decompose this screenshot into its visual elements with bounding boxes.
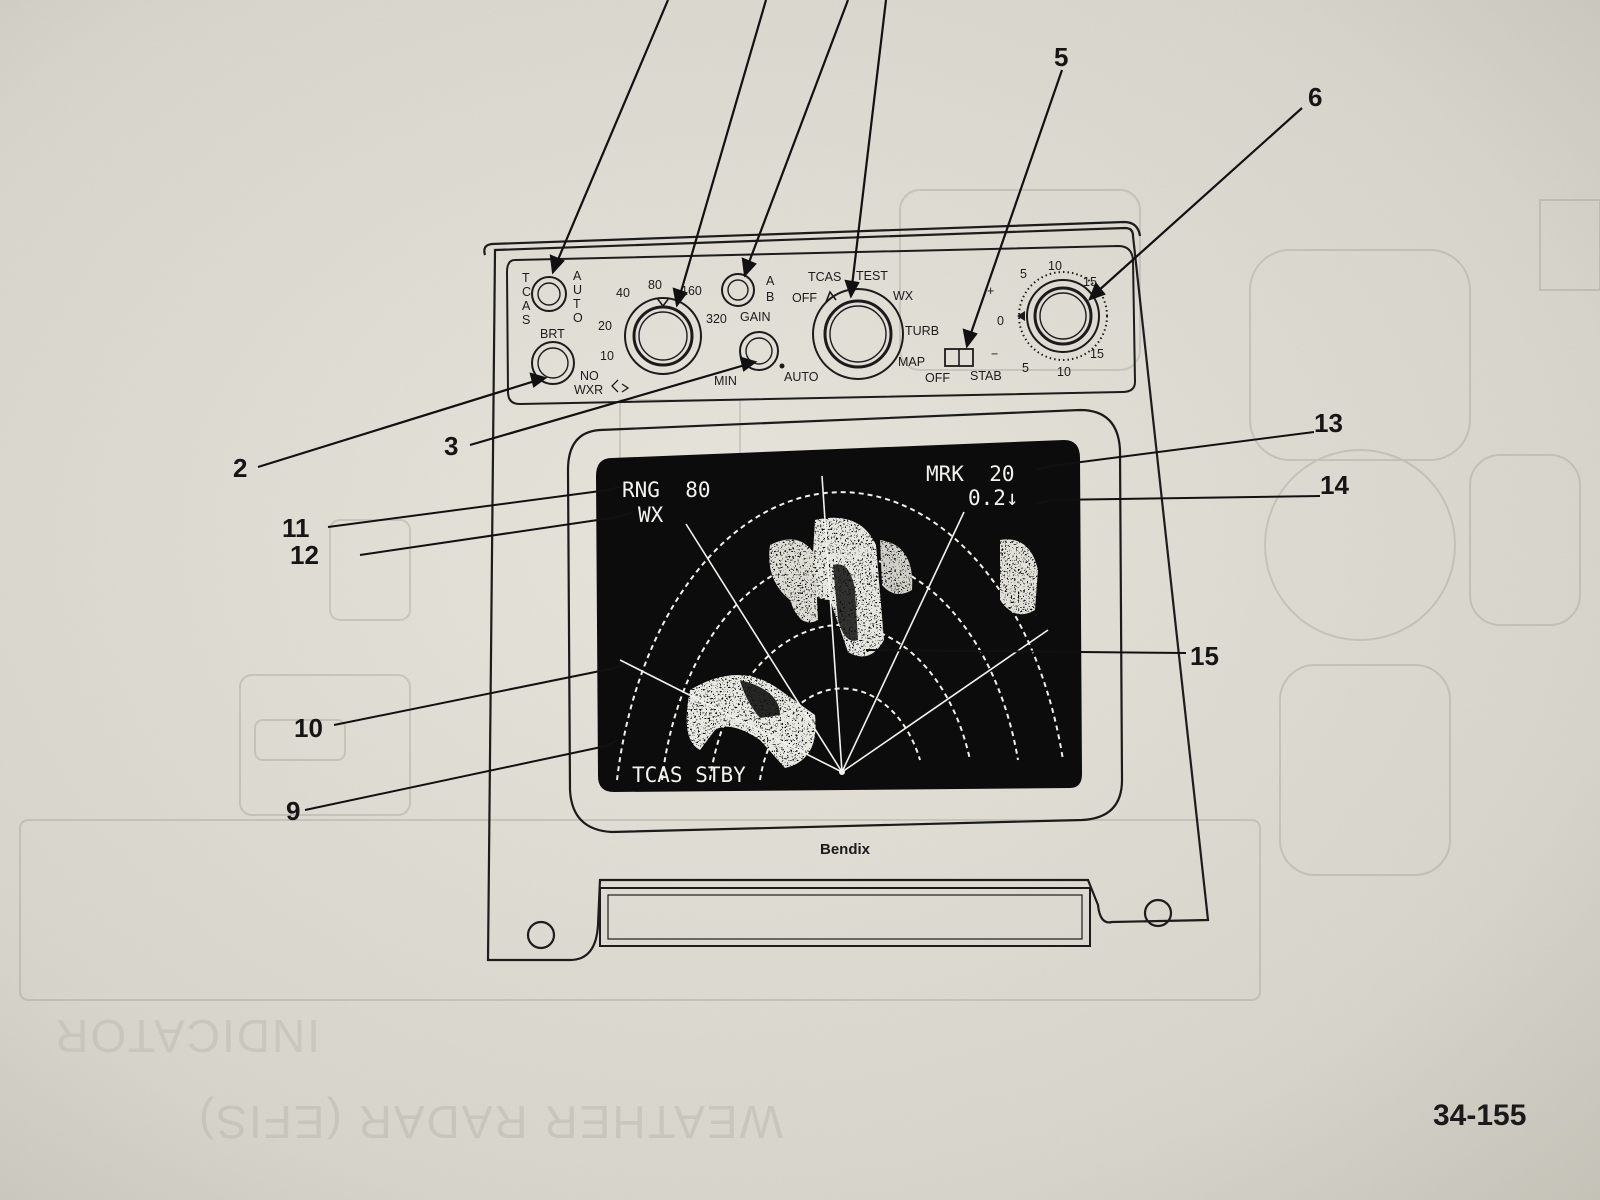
svg-text:TCAS: TCAS: [808, 270, 841, 284]
svg-text:S: S: [522, 313, 530, 327]
wxr-arrow-icon: [611, 379, 630, 393]
control-panel: [505, 244, 1137, 406]
callout-10: 10: [294, 713, 323, 743]
callout-14: 14: [1320, 470, 1349, 500]
stab-toggle-switch[interactable]: [944, 348, 974, 367]
aircraft-symbol: [839, 769, 845, 775]
callout-9: 9: [286, 796, 300, 826]
weather-returns: [686, 517, 1038, 768]
tcas-button-letters: T C A S: [522, 271, 531, 327]
display-bezel: [566, 408, 1124, 834]
brightness-knob[interactable]: [531, 341, 575, 385]
callout-labels: 2 3 5 6 9 10 11 12 13 14 15: [233, 42, 1349, 826]
svg-text:+: +: [987, 284, 994, 298]
svg-text:T: T: [522, 271, 530, 285]
indicator-bezel: [483, 220, 1210, 962]
bleed-through-title: WEATHER RADAR (EFIS): [197, 1096, 783, 1148]
svg-text:320: 320: [706, 312, 727, 326]
svg-text:5: 5: [1020, 267, 1027, 281]
svg-text:A: A: [573, 269, 582, 283]
marker-readout: MRK 20: [926, 462, 1015, 486]
svg-text:80: 80: [648, 278, 662, 292]
svg-text:OFF: OFF: [792, 291, 817, 305]
stab-off-label: OFF: [925, 371, 950, 385]
bleed-through-heading: INDICATOR: [53, 1010, 320, 1062]
wxr-label: WXR: [574, 383, 603, 397]
callout-3: 3: [444, 431, 458, 461]
svg-text:20: 20: [598, 319, 612, 333]
svg-text:−: −: [991, 347, 998, 361]
azimuth-lines: [619, 475, 1049, 773]
svg-text:0: 0: [997, 314, 1004, 328]
no-label: NO: [580, 369, 599, 383]
mode-readout: WX: [638, 503, 664, 527]
svg-text:A: A: [522, 299, 531, 313]
a-label: A: [766, 274, 775, 288]
svg-text:TEST: TEST: [856, 269, 888, 283]
brt-label: BRT: [540, 327, 565, 341]
mode-labels: TCAS TEST OFF WX TURB MAP: [792, 269, 939, 369]
tcas-auto-button[interactable]: [531, 276, 567, 312]
tilt-knob[interactable]: [1017, 271, 1108, 361]
tilt-scale-labels: 5 10 15 15 10 5: [1020, 259, 1104, 379]
callout-6: 6: [1308, 82, 1322, 112]
svg-text:5: 5: [1022, 361, 1029, 375]
stab-label: STAB: [970, 369, 1002, 383]
callout-5: 5: [1054, 42, 1068, 72]
tilt-signs: + 0 −: [987, 284, 1004, 361]
svg-text:10: 10: [600, 349, 614, 363]
auto-detent-dot: [779, 363, 785, 369]
leader-lines: [257, 0, 1303, 469]
svg-text:WX: WX: [893, 289, 914, 303]
mode-knob[interactable]: [812, 288, 904, 380]
callout-2: 2: [233, 453, 247, 483]
svg-text:U: U: [573, 283, 582, 297]
gain-label: GAIN: [740, 310, 771, 324]
marker-sub-readout: 0.2↓: [968, 486, 1019, 510]
auto-letters: A U T O: [573, 269, 583, 325]
callout-15: 15: [1190, 641, 1219, 671]
callout-leader-lines: [304, 431, 1321, 811]
gain-knob[interactable]: [739, 331, 779, 371]
svg-text:TURB: TURB: [905, 324, 939, 338]
svg-text:40: 40: [616, 286, 630, 300]
callout-13: 13: [1314, 408, 1343, 438]
range-scale-labels: 10 20 40 80 160 320: [598, 278, 727, 363]
auto-label: AUTO: [784, 370, 819, 384]
b-label: B: [766, 290, 774, 304]
svg-text:15: 15: [1083, 275, 1097, 289]
range-readout: RNG 80: [622, 478, 711, 502]
tcas-status-readout: TCAS STBY: [632, 763, 746, 787]
min-label: MIN: [714, 374, 737, 388]
svg-text:15: 15: [1090, 347, 1104, 361]
svg-text:10: 10: [1057, 365, 1071, 379]
svg-text:O: O: [573, 311, 583, 325]
svg-text:C: C: [522, 285, 531, 299]
svg-text:MAP: MAP: [898, 355, 925, 369]
svg-text:T: T: [573, 297, 581, 311]
svg-text:10: 10: [1048, 259, 1062, 273]
brand-label: Bendix: [820, 841, 871, 858]
callout-12: 12: [290, 540, 319, 570]
callout-11: 11: [282, 513, 310, 543]
ab-button[interactable]: [721, 273, 755, 307]
page-number: 34-155: [1433, 1099, 1526, 1132]
range-knob[interactable]: [624, 297, 702, 375]
